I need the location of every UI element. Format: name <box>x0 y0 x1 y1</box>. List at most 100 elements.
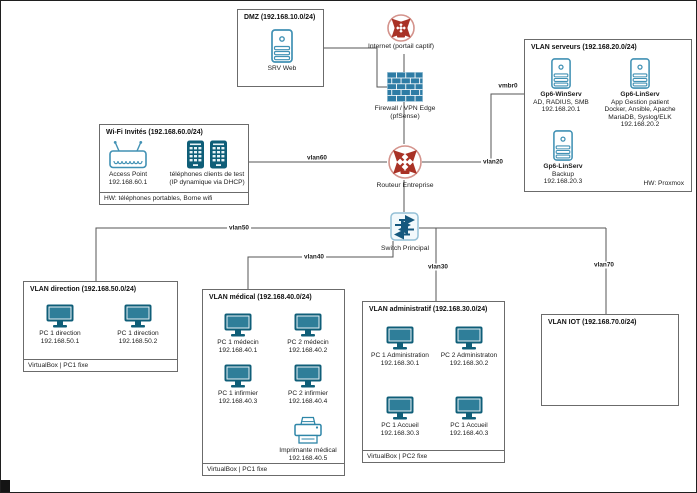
monitor-icon <box>455 396 483 420</box>
monitor-icon <box>224 364 252 388</box>
device-line: Docker, Ansible, Apache <box>604 106 676 114</box>
printer-device: Imprimante médical 192.168.40.5 <box>274 416 342 462</box>
device-label: PC 2 infirmier <box>288 390 328 397</box>
device-label: PC 1 infirmier <box>218 390 258 397</box>
device-ip: 192.168.40.5 <box>288 454 328 462</box>
pc-device: PC 1 Accueil 192.168.30.3 <box>366 396 434 437</box>
device-label: PC 1 Accueil <box>381 422 419 429</box>
dmz-box: DMZ (192.168.10.0/24) SRV Web <box>237 9 324 87</box>
dmz-title: DMZ (192.168.10.0/24) <box>244 14 316 21</box>
internet-label: Internet (portail captif) <box>367 43 435 50</box>
pc-device: PC 1 médecin 192.168.40.1 <box>204 313 272 354</box>
linserv-device: Gp6-LinServ App Gestion patient Docker, … <box>597 58 683 129</box>
device-label: PC 1 direction <box>117 330 159 337</box>
switch-icon <box>390 212 419 246</box>
device-label: téléphones clients de test <box>169 171 245 178</box>
device-line: AD, RADIUS, SMB <box>533 98 589 106</box>
edge-label-vlan60: vlan60 <box>305 154 329 162</box>
device-ip: 192.168.50.2 <box>118 337 158 345</box>
monitor-icon <box>124 304 152 328</box>
printer-icon <box>294 416 322 444</box>
access-point-icon <box>109 141 147 169</box>
device-ip: 192.168.30.2 <box>449 359 489 367</box>
device-ip: 192.168.60.1 <box>108 178 148 186</box>
device-ip: (IP dynamique via DHCP) <box>169 178 245 186</box>
edge-label-vlan30: vlan30 <box>426 263 450 271</box>
pc-device: PC 2 Administraton 192.168.30.2 <box>435 326 503 367</box>
device-label: Imprimante médical <box>279 447 337 454</box>
server-icon <box>271 29 293 63</box>
pc-device: PC 2 infirmier 192.168.40.4 <box>274 364 342 405</box>
hw-note: VirtualBox | PC1 fixe <box>24 359 177 371</box>
device-line: App Gestion patient <box>611 98 669 106</box>
vlan-iot-title: VLAN IOT (192.168.70.0/24) <box>548 319 637 326</box>
monitor-icon <box>294 364 322 388</box>
edge-label-vmbr0: vmbr0 <box>496 82 520 90</box>
device-label: PC 1 direction <box>39 330 81 337</box>
firewall-label-line2: (pfSense) <box>390 113 420 121</box>
device-ip: 192.168.20.1 <box>541 106 581 114</box>
device-ip: 192.168.50.1 <box>40 337 80 345</box>
hw-note: HW: Proxmox <box>643 180 684 187</box>
device-name: Gp6-WinServ <box>540 91 582 98</box>
edge-label-vlan50: vlan50 <box>227 224 251 232</box>
firewall-icon <box>386 71 424 107</box>
monitor-icon <box>386 396 414 420</box>
wifi-invites-box: Wi-Fi Invités (192.168.60.0/24) Access P… <box>99 124 249 205</box>
edge-label-vlan40: vlan40 <box>302 253 326 261</box>
corner-artifact <box>1 480 10 492</box>
vlan-medical-title: VLAN médical (192.168.40.0/24) <box>209 294 312 301</box>
pc-device: PC 1 direction 192.168.50.1 <box>26 304 94 345</box>
monitor-icon <box>294 313 322 337</box>
pc-device: PC 1 infirmier 192.168.40.3 <box>204 364 272 405</box>
device-ip: 192.168.30.3 <box>380 429 420 437</box>
device-ip: 192.168.40.3 <box>218 397 258 405</box>
pc-device: PC 1 direction 192.168.50.2 <box>104 304 172 345</box>
access-point-device: Access Point 192.168.60.1 <box>96 140 160 186</box>
device-ip: 192.168.40.3 <box>449 429 489 437</box>
vlan-direction-title: VLAN direction (192.168.50.0/24) <box>30 286 137 293</box>
firewall-label-line1: Firewall / VPN Edge <box>374 105 436 112</box>
pc-device: PC 1 Accueil 192.168.40.3 <box>435 396 503 437</box>
device-ip: 192.168.20.2 <box>620 121 660 129</box>
vlan-serveurs-box: VLAN serveurs (192.168.20.0/24) Gp6-WinS… <box>524 39 692 192</box>
router-icon <box>387 144 423 185</box>
internet-cloud-icon <box>386 13 416 48</box>
device-ip: 192.168.20.3 <box>543 178 583 186</box>
pc-device: PC 1 Administration 192.168.30.1 <box>366 326 434 367</box>
srv-web-device: SRV Web <box>248 29 316 73</box>
device-label: PC 1 Accueil <box>450 422 488 429</box>
router-label: Routeur Entreprise <box>376 182 434 189</box>
server-icon <box>551 58 571 89</box>
device-label: PC 2 médecin <box>287 339 329 346</box>
winserv-device: Gp6-WinServ AD, RADIUS, SMB 192.168.20.1 <box>525 58 597 114</box>
firewall-label: Firewall / VPN Edge (pfSense) <box>375 105 436 122</box>
vlan-medical-box: VLAN médical (192.168.40.0/24) PC 1 méde… <box>202 289 345 476</box>
server-icon <box>630 58 650 89</box>
device-line: MariaDB, Syslog/ELK <box>608 113 672 121</box>
device-label: PC 1 Administration <box>371 352 429 359</box>
monitor-icon <box>455 326 483 350</box>
vlan-iot-box: VLAN IOT (192.168.70.0/24) <box>541 314 679 406</box>
edge-label-vlan20: vlan20 <box>481 158 505 166</box>
device-ip: 192.168.30.1 <box>380 359 420 367</box>
backup-device: Gp6-LinServ Backup 192.168.20.3 <box>527 130 599 186</box>
monitor-icon <box>224 313 252 337</box>
device-ip: 192.168.40.2 <box>288 346 328 354</box>
hw-note: VirtualBox | PC2 fixe <box>363 450 504 462</box>
monitor-icon <box>386 326 414 350</box>
device-name: Gp6-LinServ <box>543 163 583 170</box>
device-ip: 192.168.40.4 <box>288 397 328 405</box>
device-line: Backup <box>552 170 574 178</box>
vlan-administratif-title: VLAN administratif (192.168.30.0/24) <box>369 306 488 313</box>
pc-device: PC 2 médecin 192.168.40.2 <box>274 313 342 354</box>
monitor-icon <box>46 304 74 328</box>
test-phones-device: téléphones clients de test (IP dynamique… <box>162 140 252 186</box>
device-ip: 192.168.40.1 <box>218 346 258 354</box>
switch-label: Switch Principal <box>381 245 429 252</box>
hw-note: HW: téléphones portables, Borne wifi <box>100 192 248 204</box>
hw-note: VirtualBox | PC1 fixe <box>203 463 344 475</box>
vlan-serveurs-title: VLAN serveurs (192.168.20.0/24) <box>531 44 637 51</box>
